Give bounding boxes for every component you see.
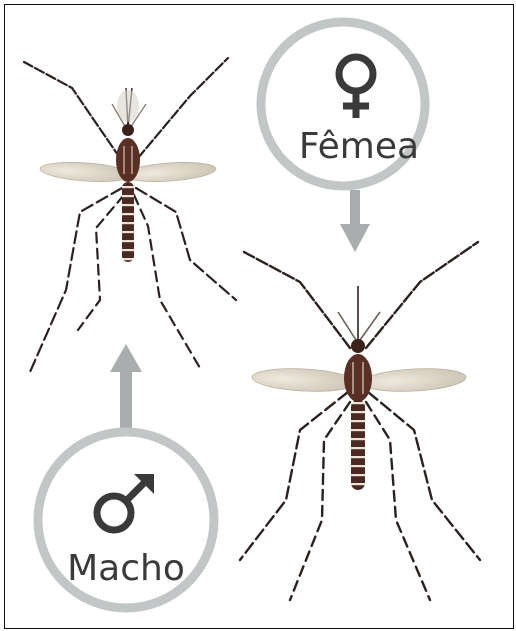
female-mosquito [240, 242, 480, 600]
down-arrow-icon [340, 190, 370, 252]
male-label: Macho [67, 548, 185, 589]
female-callout: Fêmea [261, 22, 425, 252]
male-mosquito [24, 58, 236, 372]
male-callout: Macho [38, 344, 214, 608]
up-arrow-icon [110, 344, 142, 436]
female-label: Fêmea [299, 126, 419, 167]
